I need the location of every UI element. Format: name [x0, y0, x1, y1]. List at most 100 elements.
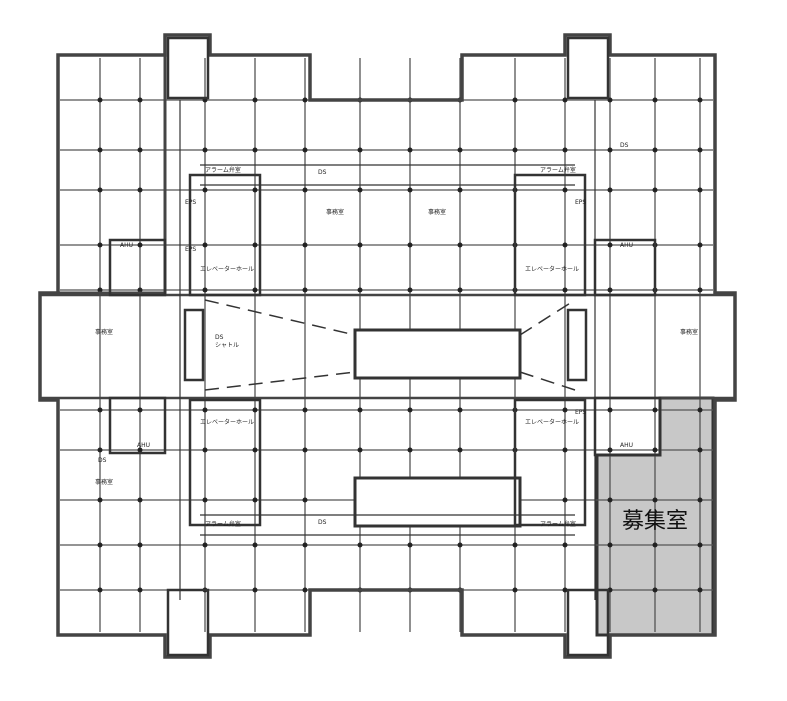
- ahu-label: AHU: [120, 242, 134, 249]
- column-marker: [407, 147, 413, 153]
- column-marker: [302, 187, 308, 193]
- column-marker: [252, 97, 258, 103]
- column-marker: [97, 407, 103, 413]
- column-marker: [252, 542, 258, 548]
- column-marker: [252, 187, 258, 193]
- column-marker: [512, 147, 518, 153]
- column-marker: [652, 407, 658, 413]
- column-marker: [137, 587, 143, 593]
- column-marker: [202, 147, 208, 153]
- office-label: 事務室: [95, 329, 114, 336]
- column-marker: [652, 147, 658, 153]
- vacancy-room-label: 募集室: [622, 509, 689, 534]
- column-marker: [697, 497, 703, 503]
- column-marker: [137, 187, 143, 193]
- office-label: 事務室: [680, 329, 699, 336]
- column-marker: [607, 497, 613, 503]
- column-marker: [562, 497, 568, 503]
- column-marker: [512, 587, 518, 593]
- column-marker: [202, 287, 208, 293]
- column-marker: [302, 147, 308, 153]
- column-marker: [607, 542, 613, 548]
- column-marker: [137, 287, 143, 293]
- column-marker: [562, 97, 568, 103]
- column-marker: [137, 447, 143, 453]
- alarm-valve-label: アラーム弁室: [205, 521, 241, 528]
- column-marker: [252, 447, 258, 453]
- column-marker: [97, 187, 103, 193]
- office-label: 事務室: [95, 479, 114, 486]
- column-marker: [697, 587, 703, 593]
- column-marker: [652, 187, 658, 193]
- office-label: 事務室: [326, 209, 345, 216]
- left-wing-room: [56, 53, 167, 295]
- alarm-valve-label: アラーム弁室: [205, 167, 241, 174]
- column-marker: [357, 407, 363, 413]
- column-marker: [607, 407, 613, 413]
- column-marker: [97, 147, 103, 153]
- column-marker: [512, 542, 518, 548]
- elevator-hall-label: エレベーターホール: [200, 419, 255, 426]
- column-marker: [697, 187, 703, 193]
- column-marker: [97, 497, 103, 503]
- column-marker: [302, 97, 308, 103]
- column-marker: [97, 587, 103, 593]
- eps-label: EPS: [575, 199, 587, 206]
- column-marker: [562, 242, 568, 248]
- column-marker: [137, 97, 143, 103]
- eps-label: EPS: [185, 199, 197, 206]
- ds-label: DS: [318, 169, 327, 176]
- service-cores: [108, 36, 662, 657]
- column-marker: [457, 407, 463, 413]
- column-marker: [652, 587, 658, 593]
- column-marker: [97, 287, 103, 293]
- column-marker: [302, 497, 308, 503]
- column-marker: [697, 407, 703, 413]
- eps-label: EPS: [185, 246, 197, 253]
- corridor-lines: [179, 100, 596, 600]
- elevator-hall-label: エレベーターホール: [525, 419, 580, 426]
- column-marker: [457, 287, 463, 293]
- column-marker: [137, 242, 143, 248]
- column-marker: [407, 447, 413, 453]
- bridge-lines: [204, 299, 576, 391]
- column-marker: [302, 242, 308, 248]
- elevator-hall-label: エレベーターホール: [200, 266, 255, 273]
- column-marker: [202, 407, 208, 413]
- column-marker: [697, 242, 703, 248]
- column-marker: [652, 497, 658, 503]
- column-marker: [562, 287, 568, 293]
- ds-label: DS: [318, 519, 327, 526]
- column-marker: [302, 287, 308, 293]
- column-marker: [697, 287, 703, 293]
- column-marker: [652, 97, 658, 103]
- column-marker: [407, 187, 413, 193]
- ahu-label: AHU: [137, 442, 151, 449]
- ds-label: DS: [98, 457, 107, 464]
- column-marker: [357, 242, 363, 248]
- column-marker: [357, 147, 363, 153]
- ds-label: DS: [620, 142, 629, 149]
- atrium-void-lower: [353, 476, 522, 528]
- column-marker: [607, 147, 613, 153]
- alarm-valve-label: アラーム弁室: [540, 167, 576, 174]
- column-marker: [652, 447, 658, 453]
- column-marker: [97, 242, 103, 248]
- column-marker: [202, 242, 208, 248]
- column-marker: [97, 542, 103, 548]
- column-marker: [302, 587, 308, 593]
- column-marker: [137, 407, 143, 413]
- column-marker: [697, 542, 703, 548]
- column-marker: [457, 147, 463, 153]
- ahu-label: AHU: [620, 242, 634, 249]
- column-marker: [302, 542, 308, 548]
- column-marker: [202, 542, 208, 548]
- ahu-label: AHU: [620, 442, 634, 449]
- column-marker: [407, 287, 413, 293]
- column-marker: [252, 587, 258, 593]
- column-marker: [607, 187, 613, 193]
- column-marker: [562, 587, 568, 593]
- column-marker: [137, 147, 143, 153]
- column-marker: [302, 407, 308, 413]
